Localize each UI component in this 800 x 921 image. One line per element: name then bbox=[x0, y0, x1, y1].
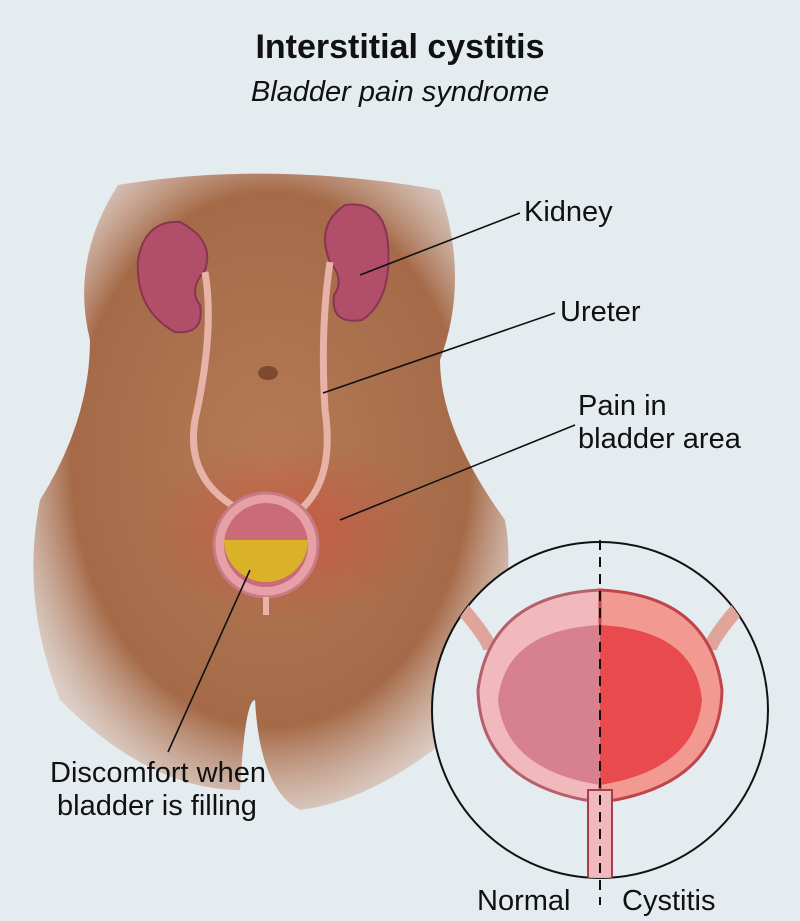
label-kidney: Kidney bbox=[524, 196, 613, 228]
navel bbox=[258, 366, 278, 380]
urine bbox=[224, 540, 308, 582]
cystitis-tissue bbox=[600, 625, 702, 785]
ureter-left bbox=[190, 271, 242, 514]
ureter-right bbox=[297, 261, 334, 513]
label-cystitis: Cystitis bbox=[622, 885, 716, 917]
label-pain-line1: Pain in bbox=[578, 390, 667, 422]
page-title: Interstitial cystitis bbox=[255, 28, 545, 66]
label-discomfort-line2: bladder is filling bbox=[57, 790, 257, 822]
page-subtitle: Bladder pain syndrome bbox=[250, 76, 550, 108]
label-discomfort-line1: Discomfort when bbox=[50, 757, 266, 789]
kidney-left bbox=[136, 220, 209, 334]
normal-tissue bbox=[498, 625, 600, 785]
kidney-right bbox=[324, 203, 390, 322]
leader-lines bbox=[167, 212, 576, 753]
label-normal: Normal bbox=[477, 885, 571, 917]
label-pain-line2: bladder area bbox=[578, 423, 741, 455]
label-ureter: Ureter bbox=[560, 296, 641, 328]
